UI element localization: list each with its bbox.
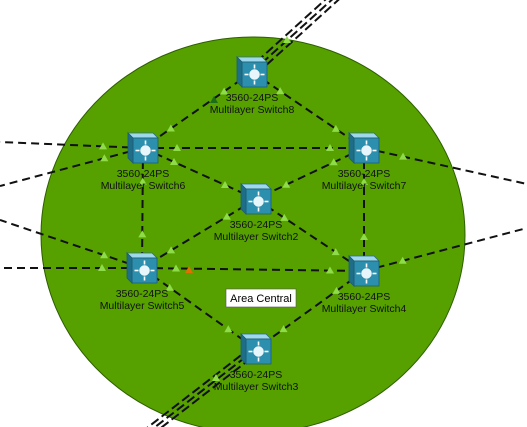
- external-link-sw4-right[interactable]: [363, 227, 527, 272]
- area-label-text: Area Central: [230, 293, 292, 305]
- device-sw2[interactable]: [240, 183, 272, 215]
- device-sw4-name: Multilayer Switch4: [322, 303, 407, 315]
- switch-core-glyph: [361, 268, 372, 279]
- link-led-sw5-sw3-b: [224, 325, 233, 333]
- external-link-led-sw5: [98, 264, 106, 271]
- device-sw6-name: Multilayer Switch6: [101, 180, 186, 192]
- link-sw4-sw3[interactable]: [255, 270, 365, 350]
- link-sw6-sw5[interactable]: [141, 147, 144, 269]
- link-led-sw2-sw5-a: [222, 212, 231, 220]
- link-led-sw6-sw2-a: [169, 157, 178, 165]
- link-status-leds: [98, 36, 408, 381]
- link-led-alert: [185, 266, 193, 273]
- device-sw7-name: Multilayer Switch7: [322, 180, 407, 192]
- external-link-sw6-left-low[interactable]: [0, 147, 144, 187]
- device-sw5-model: 3560-24PS: [116, 288, 169, 300]
- link-sw8-sw7[interactable]: [251, 71, 365, 149]
- device-sw4-model: 3560-24PS: [338, 291, 391, 303]
- link-sw5-sw3[interactable]: [141, 267, 257, 350]
- area-label[interactable]: Area Central: [225, 288, 297, 308]
- link-led-sw6-sw7-b: [326, 144, 334, 151]
- switch-side-face: [126, 252, 133, 284]
- link-led-sw2-sw4-b: [331, 248, 340, 256]
- link-led-sw7-sw2-a: [329, 158, 338, 166]
- link-led-sw7-sw4-b: [360, 233, 368, 240]
- external-link-sw3-trunk-1[interactable]: [145, 346, 252, 427]
- switch-side-face: [236, 56, 243, 88]
- device-sw7-model: 3560-24PS: [338, 168, 391, 180]
- external-link-sw8-trunk-2[interactable]: [251, 0, 336, 73]
- link-led-sw7-sw4-a: [360, 178, 368, 185]
- link-sw6-sw2[interactable]: [142, 147, 257, 200]
- switch-core-glyph: [253, 196, 264, 207]
- switch-core-glyph: [139, 265, 150, 276]
- link-led-sw5-sw3-a: [165, 283, 174, 291]
- link-led-sw4-sw3-b: [279, 325, 288, 333]
- switch-core-glyph: [249, 69, 260, 80]
- switch-side-face: [127, 132, 134, 164]
- link-sw5-sw4[interactable]: [141, 267, 365, 272]
- switch-core-glyph: [361, 145, 372, 156]
- external-link-sw3-trunk-3[interactable]: [155, 349, 262, 427]
- link-led-sw8-sw6-a: [220, 87, 229, 95]
- link-led-sw2-sw4-a: [280, 213, 289, 221]
- link-led-sw8-sw7-b: [331, 124, 340, 132]
- link-led-sw6-sw2-b: [221, 181, 230, 189]
- link-led-sw6-sw5-b: [138, 230, 147, 238]
- link-led-sw6-sw7-a: [173, 144, 181, 151]
- device-sw2-model: 3560-24PS: [230, 219, 283, 231]
- device-sw6[interactable]: [127, 132, 159, 164]
- external-link-led-sw5: [100, 251, 109, 259]
- external-link-led-sw8: [283, 36, 291, 43]
- device-sw8-model: 3560-24PS: [226, 92, 279, 104]
- external-link-led-sw7: [399, 152, 408, 160]
- link-led-sw8-sw7-a: [276, 87, 285, 95]
- device-sw3-model: 3560-24PS: [230, 369, 283, 381]
- device-sw8[interactable]: [236, 56, 268, 88]
- link-led-sw5-sw4-b: [326, 266, 335, 274]
- area-label-box: [225, 288, 297, 308]
- link-sw2-sw4[interactable]: [255, 198, 365, 272]
- link-led-sw2-sw5-b: [167, 246, 176, 254]
- device-sw6-model: 3560-24PS: [117, 168, 170, 180]
- switch-side-face: [240, 333, 247, 365]
- link-led-sw6-sw5-a: [138, 177, 147, 185]
- link-sw8-sw6[interactable]: [142, 71, 253, 149]
- device-sw4[interactable]: [348, 255, 380, 287]
- external-link-sw5-left-high[interactable]: [0, 219, 143, 269]
- device-sw5[interactable]: [126, 252, 158, 284]
- external-link-sw3-trunk-2[interactable]: [150, 348, 257, 427]
- device-sw7[interactable]: [348, 132, 380, 164]
- external-link-led-sw6: [100, 154, 109, 162]
- device-sw5-name: Multilayer Switch5: [100, 300, 185, 312]
- external-link-led-sw6: [99, 142, 108, 150]
- external-link-led-sw4: [398, 256, 407, 264]
- device-sw8-name: Multilayer Switch8: [210, 104, 295, 116]
- switch-core-glyph: [140, 145, 151, 156]
- switch-core-glyph: [253, 346, 264, 357]
- link-led-dark: [210, 96, 218, 103]
- switch-side-face: [348, 255, 355, 287]
- external-link-sw6-left[interactable]: [0, 141, 144, 149]
- link-led-sw7-sw2-b: [282, 180, 291, 188]
- link-sw2-sw5[interactable]: [141, 198, 257, 269]
- device-sw2-name: Multilayer Switch2: [214, 231, 299, 243]
- link-led-sw5-sw4-a: [171, 264, 180, 272]
- external-link-sw8-trunk-3[interactable]: [256, 0, 341, 75]
- link-led-sw8-sw6-b: [166, 124, 175, 132]
- device-sw3[interactable]: [240, 333, 272, 365]
- switch-side-face: [240, 183, 247, 215]
- switch-side-face: [348, 132, 355, 164]
- link-led-sw4-sw3-a: [332, 286, 341, 294]
- device-sw3-name: Multilayer Switch3: [214, 381, 299, 393]
- link-sw7-sw2[interactable]: [255, 147, 365, 200]
- external-link-led-sw3: [212, 374, 220, 381]
- external-link-sw7-right[interactable]: [363, 147, 527, 185]
